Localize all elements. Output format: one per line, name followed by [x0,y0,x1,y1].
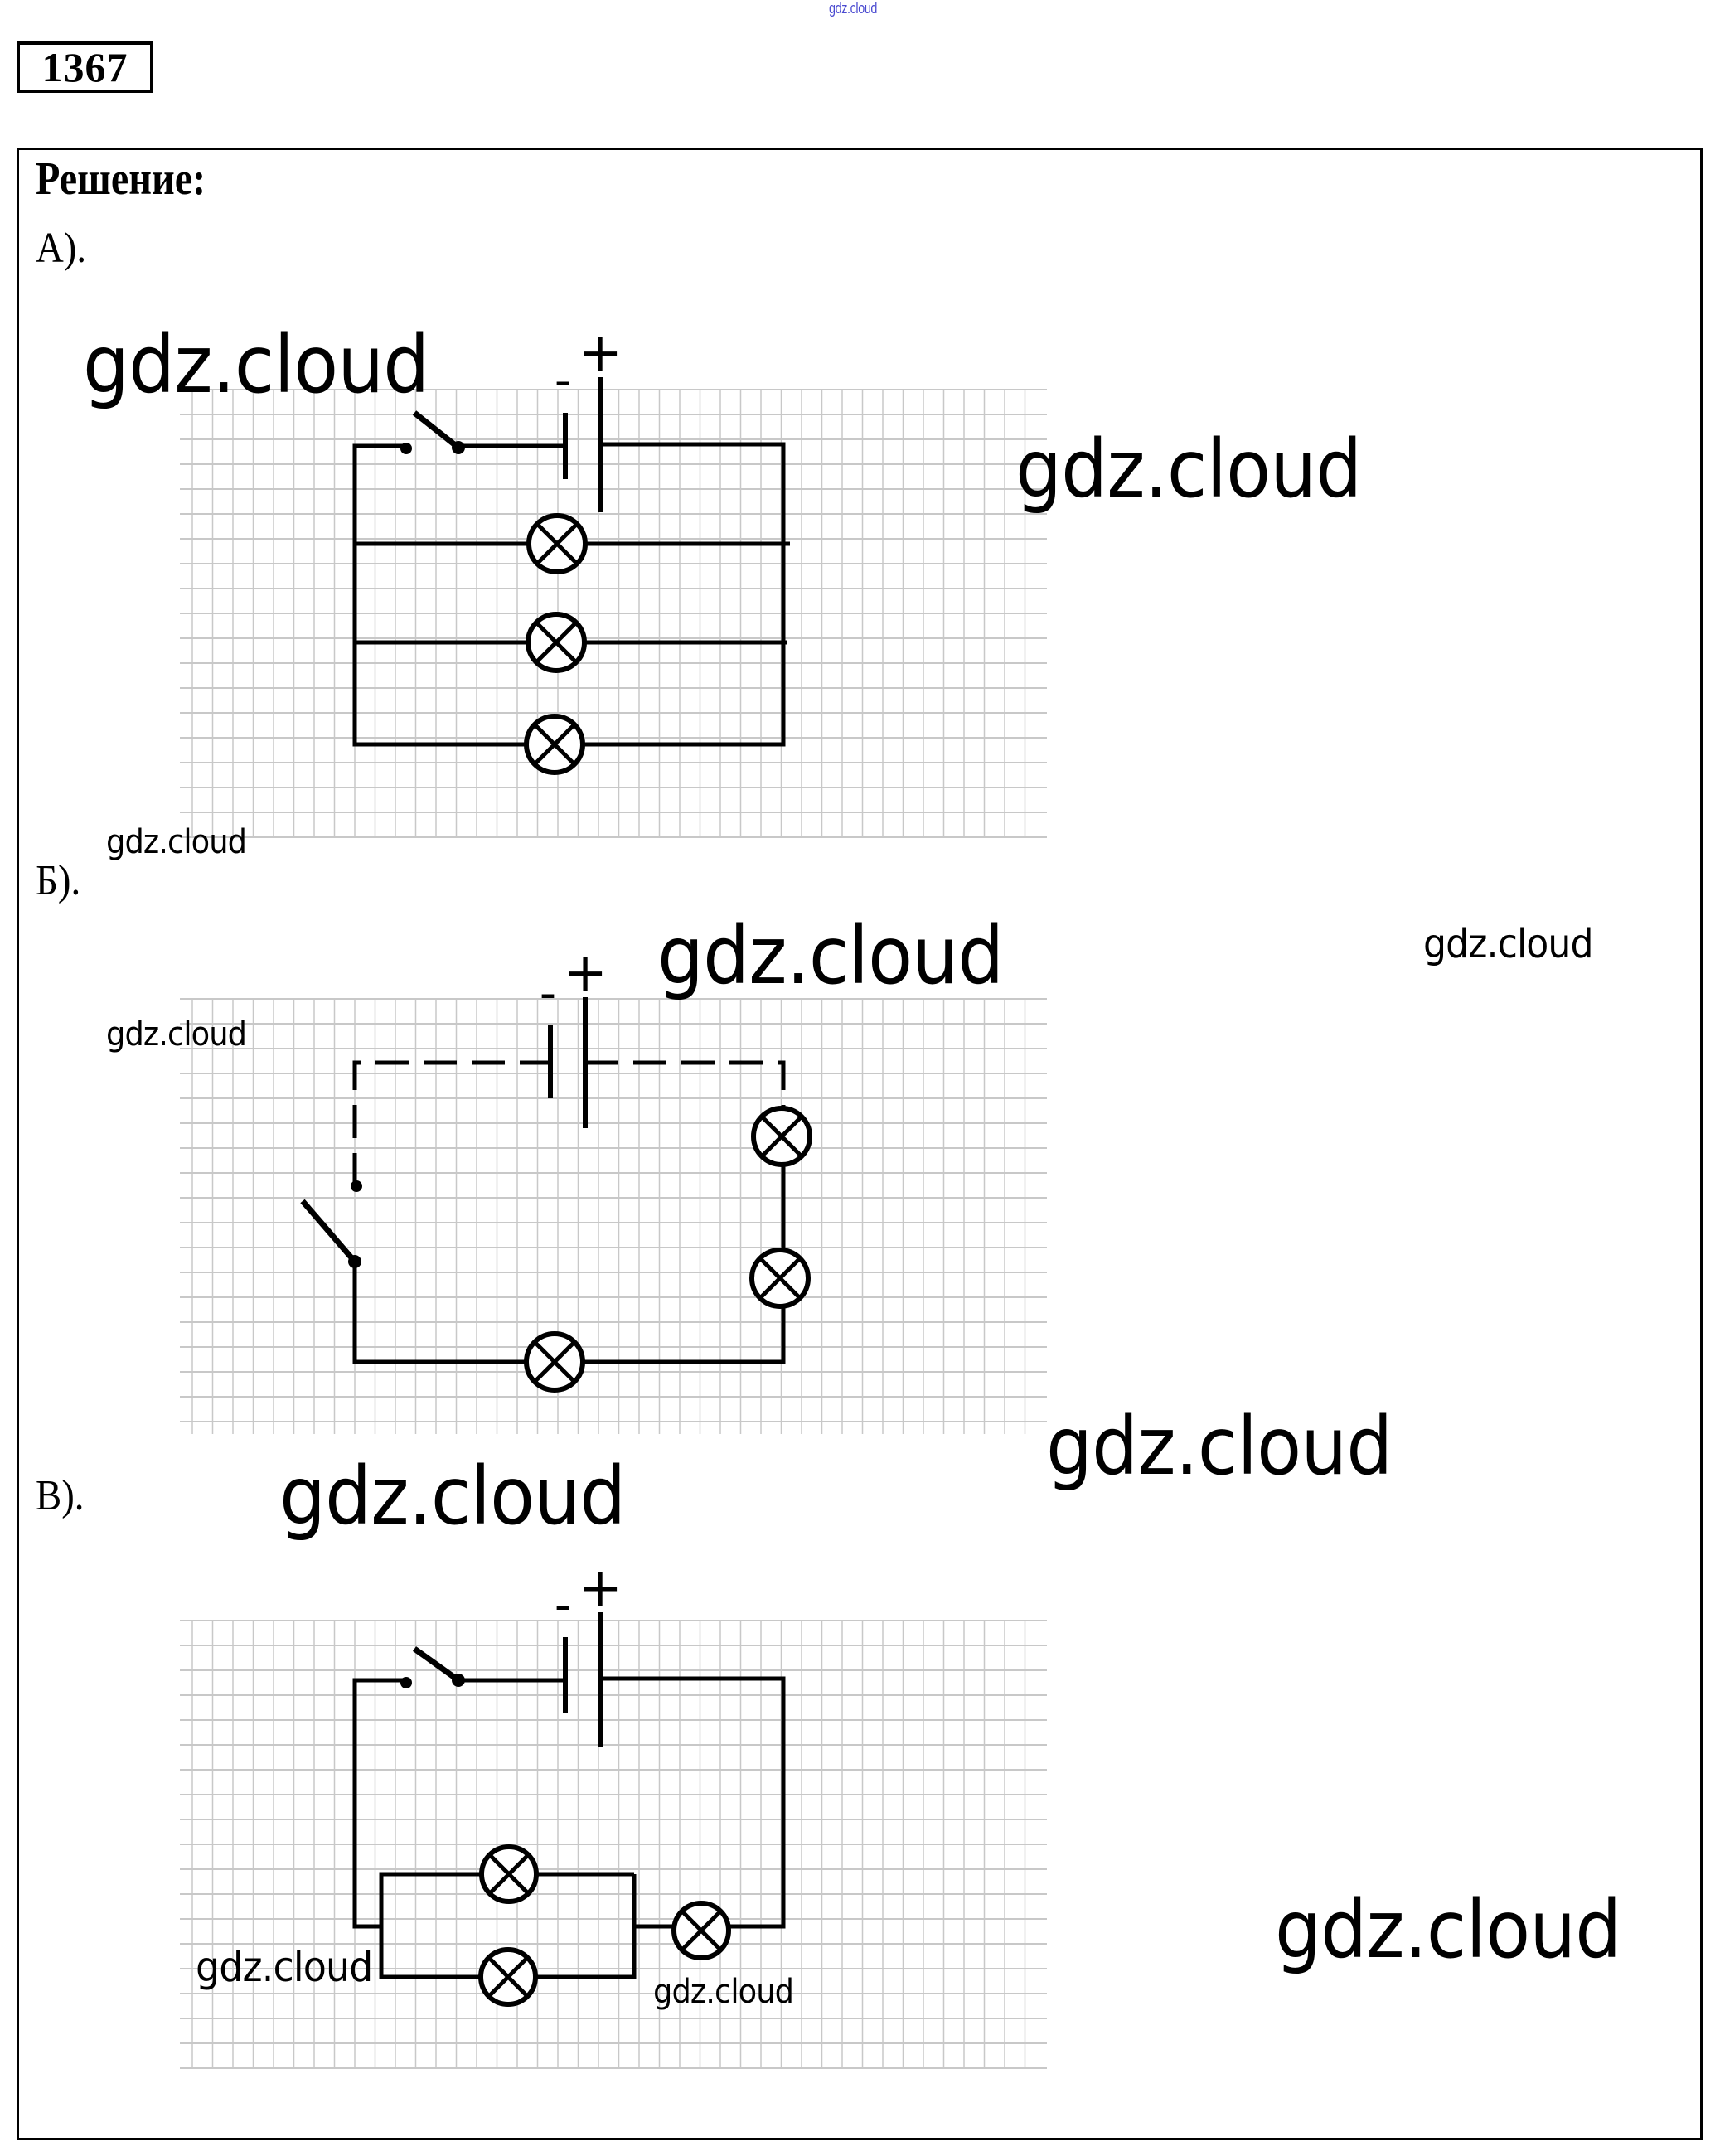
lamp-cross [760,1115,803,1158]
watermark: gdz.cloud [1015,423,1362,516]
wire [352,1678,406,1929]
lamp-icon [671,1901,731,1960]
watermark: gdz.cloud [1275,1883,1621,1976]
watermark: gdz.cloud [106,823,247,861]
watermark: gdz.cloud [657,909,1004,1002]
watermark: gdz.cloud [1046,1400,1393,1493]
wire [352,1060,550,1186]
lamp-icon [526,513,588,574]
lamp-icon [479,1844,539,1904]
top-watermark: gdz.cloud [829,0,878,17]
lamp-cross [533,723,576,766]
solution-frame [17,148,1703,2140]
battery-icon: -+ [540,942,608,1128]
watermark: gdz.cloud [106,1015,247,1054]
switch-lever [412,410,461,450]
circuit-b: -+ [300,942,812,1393]
watermark: gdz.cloud [83,318,429,411]
watermark: gdz.cloud [653,1973,794,2011]
lamp-icon [751,1106,812,1167]
battery-positive-sign: + [578,322,623,384]
switch-contact [351,1180,362,1192]
battery-negative-sign: - [540,967,556,1020]
lamp-cross [487,1955,530,1999]
switch-lever [412,1646,461,1683]
lamp-cross [487,1853,531,1896]
section-label-c: В). [36,1472,85,1519]
wire [352,1136,786,1364]
wire [379,1872,637,1979]
switch-icon [300,1180,362,1268]
switch-lever [300,1199,357,1264]
watermark: gdz.cloud [1423,921,1594,967]
section-label-a: А). [36,225,87,272]
battery-negative-sign: - [555,354,571,408]
lamp-cross [533,1340,576,1383]
switch-contact [400,1677,412,1688]
battery-icon: -+ [555,1558,623,1747]
watermark: gdz.cloud [196,1943,373,1991]
problem-number-badge: 1367 [17,41,153,93]
lamp-cross [535,522,579,565]
watermark: gdz.cloud [279,1450,626,1543]
switch-contact [400,443,412,454]
battery-icon: -+ [555,322,623,512]
switch-icon [400,410,465,454]
switch-icon [400,1646,465,1688]
battery-positive-sign: + [578,1558,623,1619]
lamp-icon [749,1248,811,1309]
battery-positive-sign: + [563,942,608,1004]
lamp-icon [524,1331,585,1393]
lamp-icon [524,714,585,775]
lamp-icon [526,612,587,673]
battery-negative-sign: - [555,1578,571,1632]
lamp-icon [478,1947,538,2007]
lamp-cross [680,1909,723,1952]
circuit-c: -+ [352,1558,786,2007]
circuit-a: -+ [352,322,790,775]
wire [600,1676,786,1929]
section-label-b: Б). [36,857,81,904]
solution-heading: Решение: [36,153,206,205]
lamp-cross [535,621,578,664]
lamp-cross [758,1257,802,1300]
